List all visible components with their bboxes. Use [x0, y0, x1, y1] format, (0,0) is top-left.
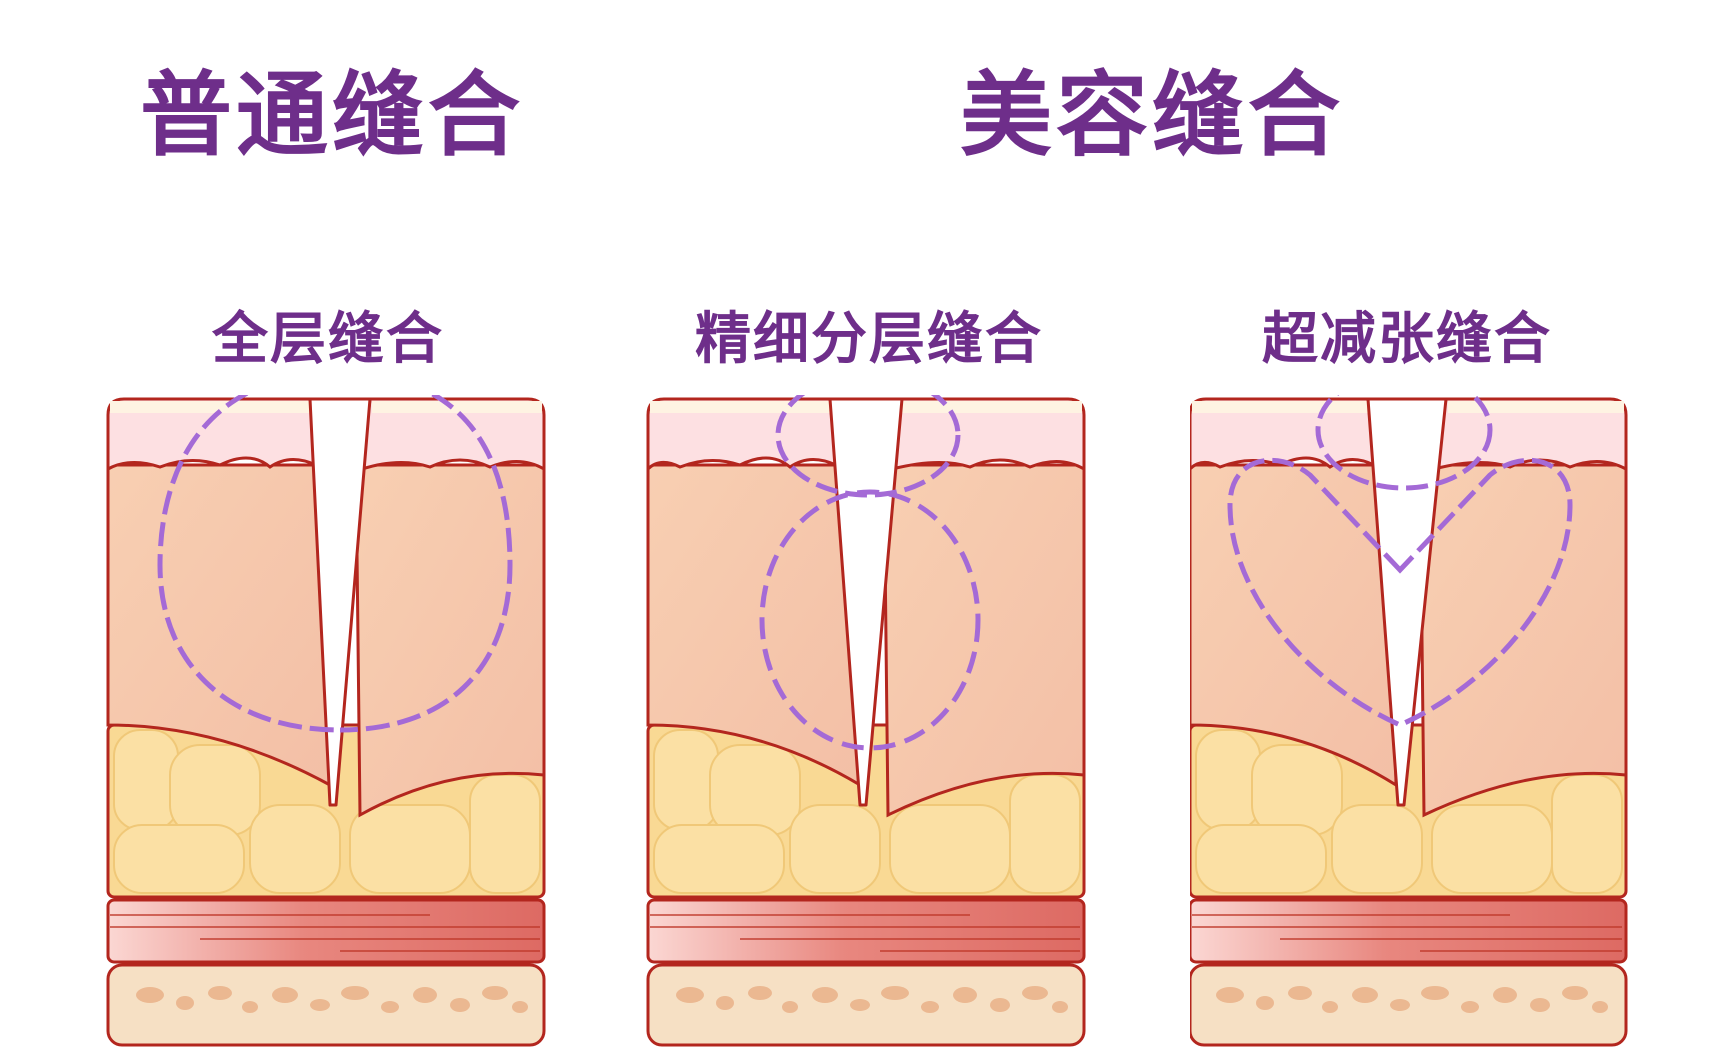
label-tension-reducing: 超减张缝合 [1262, 307, 1552, 372]
skin-block [106, 397, 546, 1047]
suture-loops [759, 395, 981, 751]
suture-loop [157, 395, 513, 733]
skin-block [1190, 397, 1628, 1047]
heading-cosmetic-suture: 美容缝合 [960, 62, 1345, 169]
suture-loops [1227, 395, 1573, 728]
label-full-layer: 全层缝合 [212, 307, 444, 372]
skin-block [646, 397, 1086, 1047]
diagram-layered-suture [646, 395, 1086, 1047]
heading-normal-suture: 普通缝合 [140, 62, 525, 169]
diagram-tension-reducing-suture [1190, 395, 1628, 1047]
diagram-full-layer-suture [106, 395, 546, 1047]
label-layered: 精细分层缝合 [695, 307, 1043, 372]
